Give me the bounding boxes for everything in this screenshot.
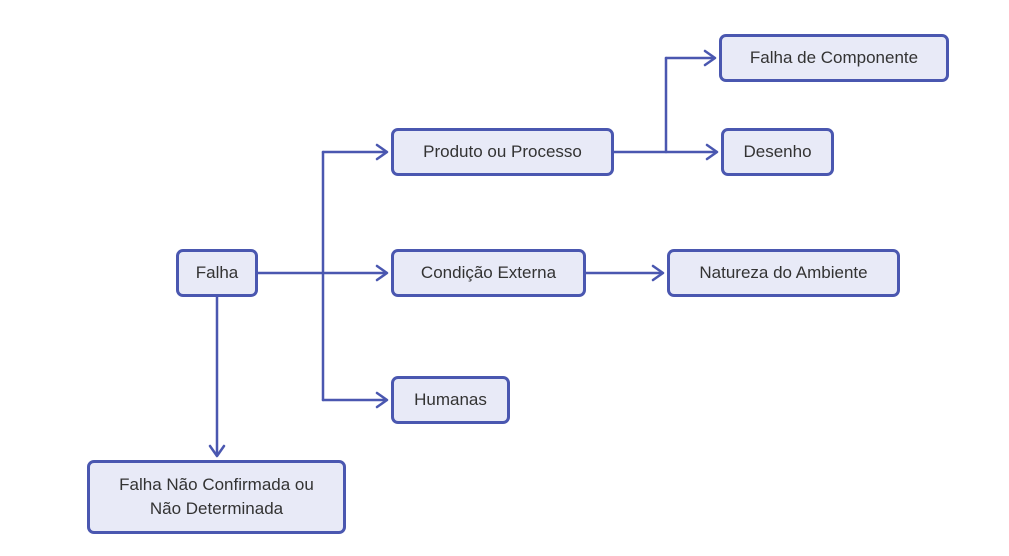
node-humanas: Humanas xyxy=(391,376,510,424)
node-condicao-externa: Condição Externa xyxy=(391,249,586,297)
node-natureza-ambiente: Natureza do Ambiente xyxy=(667,249,900,297)
arrowhead-condicao xyxy=(375,264,389,282)
node-falha: Falha xyxy=(176,249,258,297)
arrowhead-produto xyxy=(375,143,389,161)
node-condicao-externa-label: Condição Externa xyxy=(420,263,557,282)
arrowhead-componente xyxy=(703,49,717,67)
arrowhead-natureza xyxy=(651,264,665,282)
node-desenho: Desenho xyxy=(721,128,834,176)
node-falha-label: Falha xyxy=(195,263,239,282)
arrowhead-desenho xyxy=(705,143,719,161)
node-falha-componente-label: Falha de Componente xyxy=(749,48,919,67)
node-humanas-label: Humanas xyxy=(414,390,487,409)
node-falha-nao-confirmada: Falha Não Confirmada ou Não Determinada xyxy=(87,460,346,534)
node-natureza-ambiente-label: Natureza do Ambiente xyxy=(699,263,868,282)
node-produto-processo: Produto ou Processo xyxy=(391,128,614,176)
node-desenho-label: Desenho xyxy=(743,142,812,161)
node-falha-componente: Falha de Componente xyxy=(719,34,949,82)
node-falha-nao-confirmada-line2: Não Determinada xyxy=(149,499,284,518)
arrowhead-naoconfirmada xyxy=(208,444,226,458)
arrowhead-humanas xyxy=(375,391,389,409)
node-produto-processo-label: Produto ou Processo xyxy=(423,142,582,161)
node-falha-nao-confirmada-line1: Falha Não Confirmada ou xyxy=(119,475,314,494)
